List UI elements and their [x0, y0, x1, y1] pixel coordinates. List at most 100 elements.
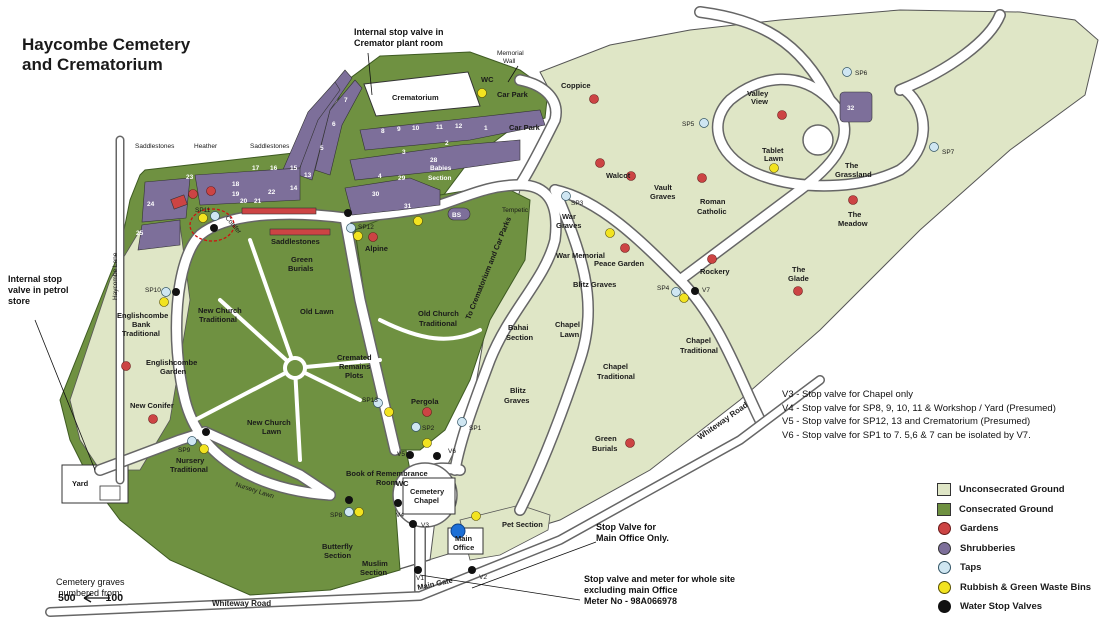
svg-text:2: 2 [445, 140, 449, 147]
petrol-valve-callout: Internal stop valve in petrol store [8, 274, 69, 306]
bin-markers [159, 88, 779, 521]
valve-notes: V3 - Stop valve for Chapel only V4 - Sto… [782, 388, 1056, 442]
chapel-lawn-label: Chapel [555, 320, 580, 329]
garden-markers [121, 94, 858, 448]
svg-text:Burials: Burials [592, 444, 617, 453]
shrubberies [137, 69, 873, 251]
svg-text:13: 13 [304, 172, 312, 179]
svg-text:Section: Section [324, 551, 352, 560]
legend-item: Consecrated Ground [937, 500, 1091, 520]
svg-text:V7: V7 [702, 287, 710, 294]
svg-text:V1: V1 [416, 575, 424, 582]
svg-text:SP6: SP6 [855, 70, 868, 77]
svg-text:SP5: SP5 [682, 121, 695, 128]
svg-text:View: View [751, 97, 768, 106]
valve-markers [172, 209, 699, 574]
valve-labels: V1 V2 V3 V4 V5 V6 V7 [396, 287, 710, 582]
svg-text:Bank: Bank [132, 320, 151, 329]
svg-text:Lawn: Lawn [560, 330, 580, 339]
babies-section-label: Babies [430, 165, 452, 172]
bs-plot [447, 207, 471, 221]
svg-text:Graves: Graves [504, 396, 529, 405]
pet-section-label: Pet Section [502, 520, 543, 529]
yard-shed [99, 485, 121, 501]
legend-item: Shrubberies [937, 539, 1091, 559]
svg-text:9: 9 [397, 126, 401, 133]
svg-text:SP3: SP3 [571, 200, 584, 207]
svg-text:22: 22 [268, 189, 276, 196]
svg-text:Graves: Graves [556, 221, 581, 230]
glade-label: The [792, 265, 805, 274]
svg-text:SP7: SP7 [942, 149, 955, 156]
graves-numbering-label: Cemetery graves numbered from: [56, 577, 125, 598]
legend-item: Unconsecrated Ground [937, 480, 1091, 500]
roman-catholic-label: Roman [700, 197, 726, 206]
chapel-traditional-label-2: Chapel [603, 362, 628, 371]
office-valve-callout: Stop Valve for Main Office Only. [596, 522, 669, 543]
rockery-label: Rockery [700, 267, 730, 276]
svg-text:Section: Section [506, 333, 534, 342]
svg-text:19: 19 [232, 191, 240, 198]
svg-text:Traditional: Traditional [680, 346, 718, 355]
whiteway-road-label-1: Whiteway Road [212, 599, 271, 608]
svg-text:V6: V6 [448, 448, 456, 455]
svg-text:V5: V5 [397, 451, 405, 458]
svg-text:Remains: Remains [339, 362, 370, 371]
svg-text:28: 28 [430, 157, 438, 164]
haycombe-lane-label: Haycombe Lane [112, 252, 119, 300]
wc2-label: WC [396, 479, 409, 488]
svg-text:16: 16 [270, 165, 278, 172]
svg-text:Office: Office [453, 543, 474, 552]
svg-text:Traditional: Traditional [199, 315, 237, 324]
chapel-traditional-label-1: Chapel [686, 336, 711, 345]
svg-text:Graves: Graves [650, 192, 675, 201]
svg-text:V3: V3 [421, 522, 429, 529]
svg-text:Lawn: Lawn [262, 427, 282, 436]
road-network [45, 6, 1006, 617]
svg-text:Chapel: Chapel [414, 496, 439, 505]
blitz-graves-label: Blitz [510, 386, 526, 395]
graves-to: 100 [105, 592, 124, 604]
svg-text:SP11: SP11 [195, 207, 211, 214]
war-graves-label: War [562, 212, 576, 221]
svg-text:8: 8 [381, 128, 385, 135]
saddlestones-label-3: Saddlestones [271, 237, 320, 246]
svg-text:10: 10 [412, 125, 420, 132]
svg-text:SP1: SP1 [469, 425, 482, 432]
map-title: Haycombe Cemetery and Crematorium [22, 35, 191, 74]
grassland-label: The [845, 161, 858, 170]
svg-text:Traditional: Traditional [419, 319, 457, 328]
svg-text:V2: V2 [479, 574, 487, 581]
main-office-label: Main [455, 534, 473, 543]
conifer-ring [189, 208, 235, 242]
svg-text:SP4: SP4 [657, 285, 670, 292]
svg-text:20: 20 [240, 198, 248, 205]
chapel-building [402, 477, 456, 515]
svg-text:SP9: SP9 [178, 447, 191, 454]
green-burials-west-label: Green [291, 255, 313, 264]
svg-text:Traditional: Traditional [170, 465, 208, 474]
svg-text:5: 5 [320, 145, 324, 152]
svg-text:21: 21 [254, 198, 262, 205]
car-park-label-1: Car Park [497, 90, 529, 99]
cemetery-chapel-label: Cemetery [410, 487, 445, 496]
svg-text:11: 11 [436, 124, 443, 131]
tablet-lawn-label: Tablet [762, 146, 784, 155]
peace-garden-label: Peace Garden [594, 259, 644, 268]
svg-text:SP2: SP2 [422, 425, 435, 432]
svg-text:SP12: SP12 [358, 224, 374, 231]
legend-item: Taps [937, 558, 1091, 578]
tap-labels: SP1 SP2 SP3 SP4 SP5 SP6 SP7 SP8 SP9 SP10… [145, 70, 955, 519]
muslim-section-label: Muslim [362, 559, 388, 568]
wc-label: WC [481, 75, 494, 84]
meter-callout: Stop valve and meter for whole site excl… [584, 574, 736, 606]
vault-graves-label: Vault [654, 183, 672, 192]
green-burials-east-label: Green [595, 434, 617, 443]
old-church-label: Old Church [418, 309, 459, 318]
svg-text:Catholic: Catholic [697, 207, 727, 216]
svg-text:23: 23 [186, 174, 194, 181]
svg-text:Room: Room [376, 478, 398, 487]
bahai-label: Bahai [508, 323, 528, 332]
valve-note: V4 - Stop valve for SP8, 9, 10, 11 & Wor… [782, 402, 1056, 414]
